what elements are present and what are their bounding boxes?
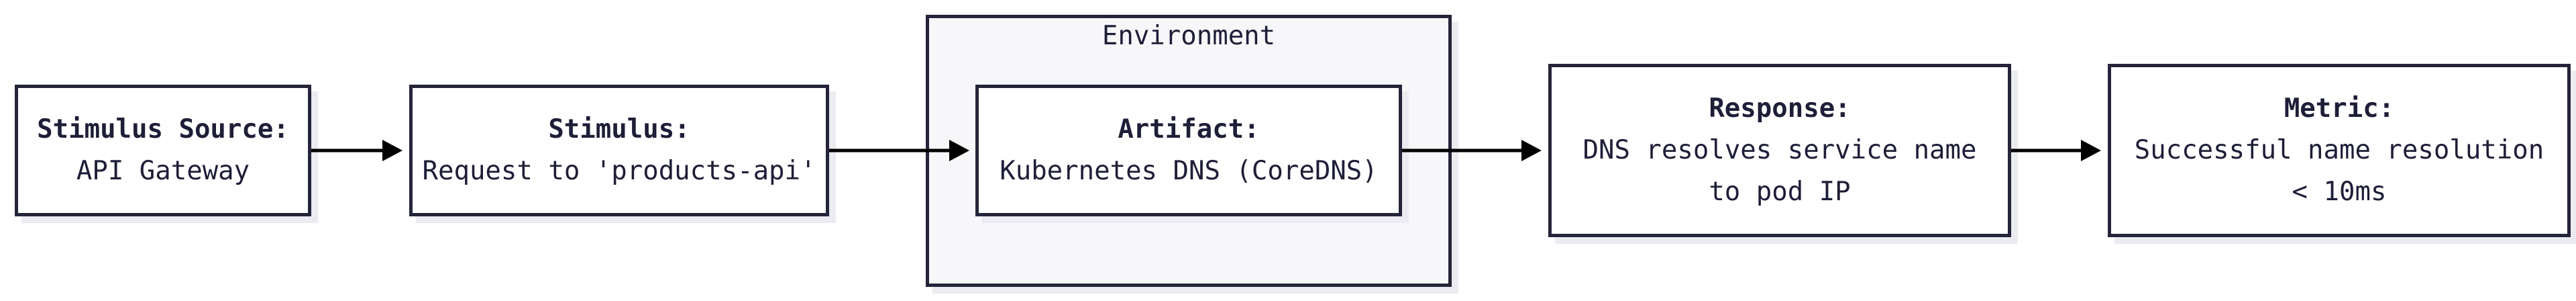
response-box: Response: DNS resolves service name to p… xyxy=(1548,64,2011,237)
metric-box: Metric: Successful name resolution < 10m… xyxy=(2108,64,2571,237)
arrowhead-artifact xyxy=(949,140,969,161)
metric-text-line-2: < 10ms xyxy=(2292,177,2387,207)
response-title: Response: xyxy=(1709,93,1851,124)
metric-text-line-1: Successful name resolution xyxy=(2134,135,2544,165)
arrowhead-metric xyxy=(2081,140,2101,161)
stimulus-text: Request to 'products-api' xyxy=(422,156,816,186)
artifact-box: Artifact: Kubernetes DNS (CoreDNS) xyxy=(975,85,1402,216)
response-text-line-1: DNS resolves service name xyxy=(1582,135,1977,165)
arrowhead-stimulus xyxy=(382,140,402,161)
environment-label: Environment xyxy=(1102,21,1276,51)
arrowhead-response xyxy=(1521,140,1542,161)
stimulus-title: Stimulus: xyxy=(548,114,690,144)
stimulus-source-title: Stimulus Source: xyxy=(37,114,289,144)
response-text-line-2: to pod IP xyxy=(1709,177,1851,207)
metric-title: Metric: xyxy=(2284,93,2395,124)
stimulus-source-box: Stimulus Source: API Gateway xyxy=(15,85,311,216)
stimulus-box: Stimulus: Request to 'products-api' xyxy=(409,85,829,216)
stimulus-source-text: API Gateway xyxy=(76,156,250,186)
artifact-title: Artifact: xyxy=(1118,114,1260,144)
artifact-text: Kubernetes DNS (CoreDNS) xyxy=(1000,156,1378,186)
